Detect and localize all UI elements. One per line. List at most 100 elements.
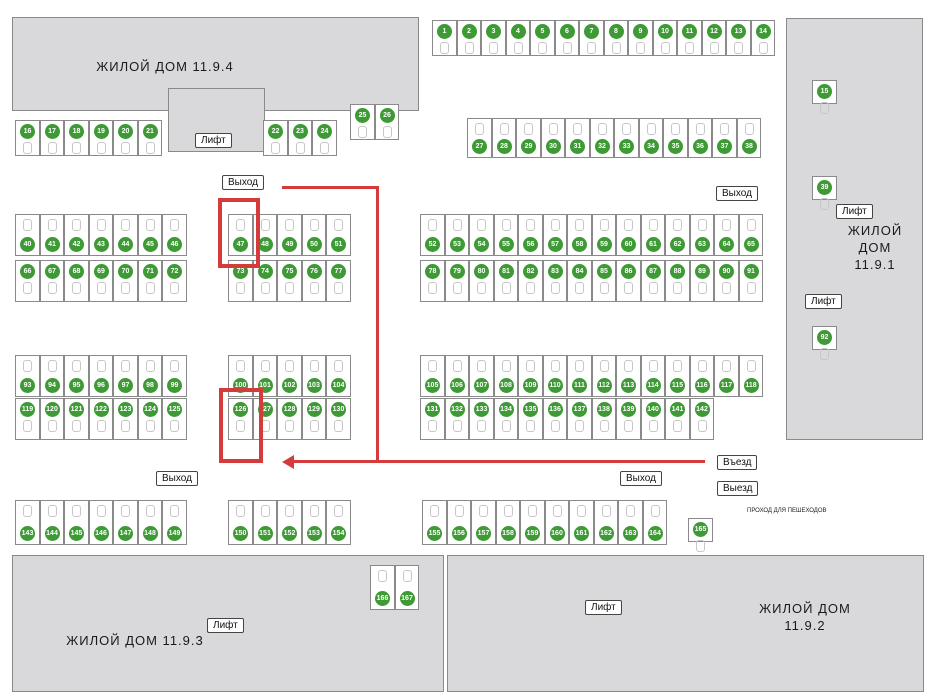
parking-spot[interactable]: 64 xyxy=(714,214,739,256)
parking-spot[interactable]: 142 xyxy=(689,398,714,440)
parking-spot[interactable]: 46 xyxy=(162,214,187,256)
parking-spot[interactable]: 49 xyxy=(277,214,302,256)
parking-spot[interactable]: 8 xyxy=(603,20,628,56)
parking-spot[interactable]: 111 xyxy=(567,355,592,397)
parking-spot[interactable]: 68 xyxy=(64,260,89,302)
parking-spot[interactable]: 43 xyxy=(88,214,113,256)
parking-spot[interactable]: 86 xyxy=(616,260,641,302)
parking-spot[interactable]: 132 xyxy=(444,398,469,440)
parking-spot[interactable]: 122 xyxy=(88,398,113,440)
parking-spot[interactable]: 50 xyxy=(301,214,326,256)
parking-spot[interactable]: 130 xyxy=(326,398,351,440)
parking-spot[interactable]: 143 xyxy=(15,500,40,545)
parking-spot[interactable]: 165 xyxy=(688,518,713,552)
parking-spot[interactable]: 147 xyxy=(113,500,138,545)
parking-spot[interactable]: 9 xyxy=(628,20,653,56)
parking-spot[interactable]: 164 xyxy=(642,500,667,545)
parking-spot[interactable]: 161 xyxy=(569,500,594,545)
parking-spot[interactable]: 105 xyxy=(420,355,445,397)
parking-spot[interactable]: 125 xyxy=(162,398,187,440)
parking-spot[interactable]: 99 xyxy=(162,355,187,397)
parking-spot[interactable]: 18 xyxy=(64,120,89,156)
parking-spot[interactable]: 137 xyxy=(567,398,592,440)
parking-spot[interactable]: 7 xyxy=(579,20,604,56)
parking-spot[interactable]: 158 xyxy=(495,500,520,545)
parking-spot[interactable]: 91 xyxy=(738,260,763,302)
parking-spot[interactable]: 79 xyxy=(444,260,469,302)
parking-spot[interactable]: 59 xyxy=(591,214,616,256)
parking-spot[interactable]: 140 xyxy=(640,398,665,440)
parking-spot[interactable]: 70 xyxy=(113,260,138,302)
parking-spot[interactable]: 83 xyxy=(542,260,567,302)
parking-spot[interactable]: 81 xyxy=(493,260,518,302)
parking-spot[interactable]: 76 xyxy=(301,260,326,302)
parking-spot[interactable]: 40 xyxy=(15,214,40,256)
parking-spot[interactable]: 104 xyxy=(326,355,351,397)
parking-spot[interactable]: 16 xyxy=(15,120,40,156)
parking-spot[interactable]: 135 xyxy=(518,398,543,440)
parking-spot[interactable]: 118 xyxy=(738,355,763,397)
parking-spot[interactable]: 37 xyxy=(712,118,737,158)
parking-spot[interactable]: 119 xyxy=(15,398,40,440)
parking-spot[interactable]: 133 xyxy=(469,398,494,440)
parking-spot[interactable]: 6 xyxy=(554,20,579,56)
parking-spot[interactable]: 31 xyxy=(565,118,590,158)
parking-spot[interactable]: 57 xyxy=(542,214,567,256)
parking-spot[interactable]: 149 xyxy=(162,500,187,545)
parking-spot[interactable]: 15 xyxy=(812,80,837,114)
parking-spot[interactable]: 12 xyxy=(701,20,726,56)
parking-spot[interactable]: 78 xyxy=(420,260,445,302)
parking-spot[interactable]: 124 xyxy=(137,398,162,440)
parking-spot[interactable]: 58 xyxy=(567,214,592,256)
parking-spot[interactable]: 144 xyxy=(39,500,64,545)
parking-spot[interactable]: 19 xyxy=(88,120,113,156)
parking-spot[interactable]: 25 xyxy=(350,104,375,140)
parking-spot[interactable]: 163 xyxy=(618,500,643,545)
parking-spot[interactable]: 109 xyxy=(518,355,543,397)
parking-spot[interactable]: 141 xyxy=(665,398,690,440)
parking-spot[interactable]: 160 xyxy=(544,500,569,545)
parking-spot[interactable]: 28 xyxy=(491,118,516,158)
parking-spot[interactable]: 39 xyxy=(812,176,837,210)
parking-spot[interactable]: 26 xyxy=(374,104,399,140)
parking-spot[interactable]: 38 xyxy=(736,118,761,158)
parking-spot[interactable]: 30 xyxy=(540,118,565,158)
parking-spot[interactable]: 53 xyxy=(444,214,469,256)
parking-spot[interactable]: 148 xyxy=(137,500,162,545)
parking-spot[interactable]: 14 xyxy=(750,20,775,56)
parking-spot[interactable]: 159 xyxy=(520,500,545,545)
parking-spot[interactable]: 62 xyxy=(665,214,690,256)
parking-spot[interactable]: 27 xyxy=(467,118,492,158)
parking-spot[interactable]: 33 xyxy=(614,118,639,158)
parking-spot[interactable]: 67 xyxy=(39,260,64,302)
parking-spot[interactable]: 139 xyxy=(616,398,641,440)
parking-spot[interactable]: 103 xyxy=(301,355,326,397)
parking-spot[interactable]: 166 xyxy=(370,565,395,610)
parking-spot[interactable]: 66 xyxy=(15,260,40,302)
parking-spot[interactable]: 152 xyxy=(277,500,302,545)
parking-spot[interactable]: 85 xyxy=(591,260,616,302)
parking-spot[interactable]: 136 xyxy=(542,398,567,440)
parking-spot[interactable]: 97 xyxy=(113,355,138,397)
parking-spot[interactable]: 95 xyxy=(64,355,89,397)
parking-spot[interactable]: 45 xyxy=(137,214,162,256)
parking-spot[interactable]: 84 xyxy=(567,260,592,302)
parking-spot[interactable]: 17 xyxy=(39,120,64,156)
parking-spot[interactable]: 42 xyxy=(64,214,89,256)
parking-spot[interactable]: 154 xyxy=(326,500,351,545)
parking-spot[interactable]: 5 xyxy=(530,20,555,56)
parking-spot[interactable]: 24 xyxy=(312,120,337,156)
parking-spot[interactable]: 82 xyxy=(518,260,543,302)
parking-spot[interactable]: 36 xyxy=(687,118,712,158)
parking-spot[interactable]: 75 xyxy=(277,260,302,302)
parking-spot[interactable]: 120 xyxy=(39,398,64,440)
parking-spot[interactable]: 108 xyxy=(493,355,518,397)
parking-spot[interactable]: 121 xyxy=(64,398,89,440)
parking-spot[interactable]: 93 xyxy=(15,355,40,397)
parking-spot[interactable]: 65 xyxy=(738,214,763,256)
parking-spot[interactable]: 113 xyxy=(616,355,641,397)
parking-spot[interactable]: 29 xyxy=(516,118,541,158)
parking-spot[interactable]: 167 xyxy=(394,565,419,610)
parking-spot[interactable]: 88 xyxy=(665,260,690,302)
parking-spot[interactable]: 34 xyxy=(638,118,663,158)
